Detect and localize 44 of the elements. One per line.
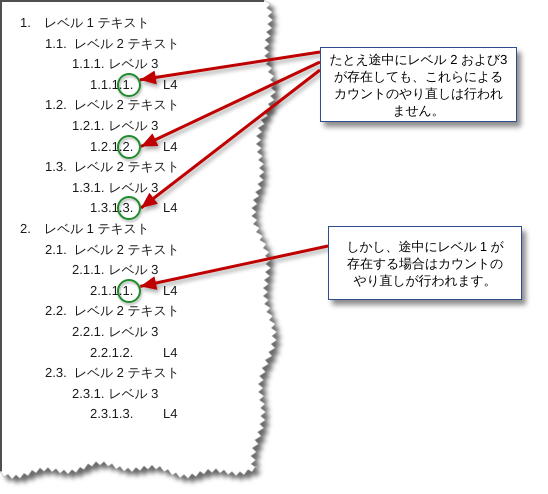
- callout-box: [328, 226, 522, 300]
- list-text: レベル 1 テキスト: [44, 15, 150, 31]
- list-number: 1.: [20, 15, 32, 31]
- list-text: L4: [163, 138, 178, 155]
- list-number: 1.3.: [45, 159, 68, 176]
- list-number: 1.1.: [45, 36, 68, 52]
- list-text: L4: [163, 406, 178, 422]
- list-number: 1.3.1.: [72, 180, 105, 196]
- callout-text: しかし、途中にレベル 1 が存在する場合はカウントのやり直しが行われます。: [345, 238, 505, 288]
- list-text: レベル 3: [108, 118, 158, 134]
- list-text: レベル 3: [108, 386, 158, 402]
- list-text: レベル 1 テキスト: [44, 221, 150, 237]
- list-number: 1.2.1.: [72, 118, 105, 134]
- list-text: レベル 2 テキスト: [74, 242, 180, 258]
- list-number: 1.2.: [45, 97, 68, 114]
- arrow: [140, 60, 321, 148]
- list-text: L4: [163, 344, 178, 361]
- list-text: レベル 2 テキスト: [74, 36, 180, 52]
- list-number: 2.2.: [45, 303, 68, 320]
- list-number: 2.2.1.2.: [90, 344, 134, 361]
- arrow: [140, 68, 321, 210]
- list-number: 2.3.: [45, 365, 68, 382]
- list-number: 2.1.: [45, 242, 68, 258]
- list-text: レベル 2 テキスト: [74, 97, 180, 114]
- list-text: L4: [163, 76, 178, 93]
- arrow: [140, 244, 328, 290]
- list-number: 2.: [20, 221, 32, 237]
- list-text: レベル 3: [108, 56, 158, 72]
- list-number: 2.3.1.: [72, 386, 105, 402]
- arrow: [140, 50, 320, 84]
- list-text: レベル 2 テキスト: [74, 303, 180, 320]
- list-number: 2.3.1.3.: [90, 406, 134, 422]
- list-text: レベル 3: [108, 180, 158, 196]
- list-number: 1.1.1.: [72, 56, 105, 72]
- list-text: レベル 3: [108, 324, 158, 340]
- list-number: 2.2.1.: [72, 324, 105, 340]
- callout-box: [320, 47, 517, 122]
- list-text: レベル 3: [108, 262, 158, 278]
- list-text: L4: [163, 200, 178, 216]
- list-text: レベル 2 テキスト: [74, 365, 180, 382]
- list-text: レベル 2 テキスト: [74, 159, 180, 176]
- list-text: L4: [163, 282, 178, 299]
- list-number: 2.1.1.: [72, 262, 105, 278]
- callout-text: たとえ途中にレベル 2 および3 が存在しても、これらによるカウントのやり直しは行われません。: [329, 50, 508, 118]
